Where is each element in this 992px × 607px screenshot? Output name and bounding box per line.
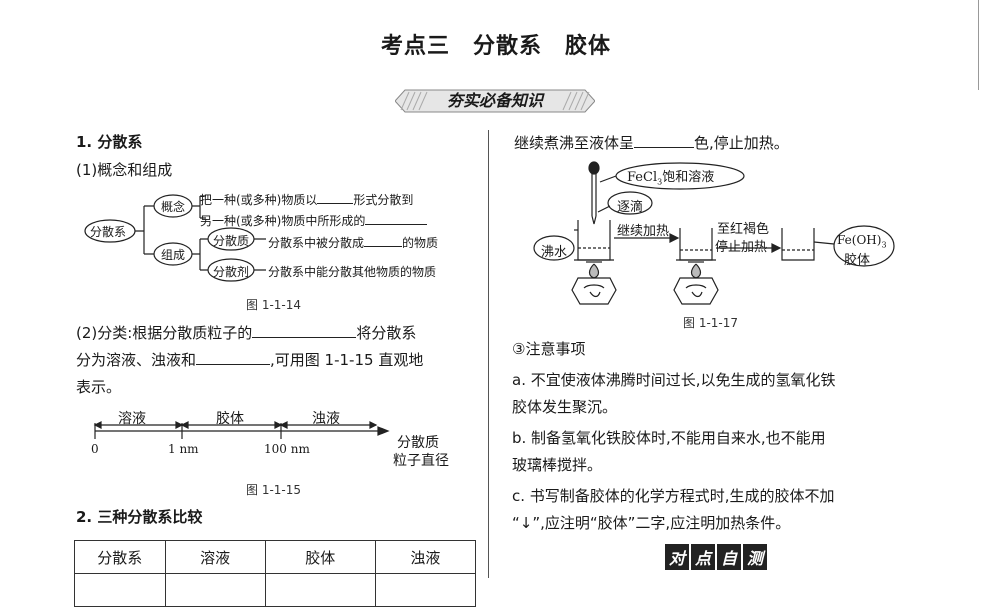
table-header-cell: 浊液 xyxy=(374,540,477,574)
callout-product xyxy=(833,225,895,267)
page-title: 考点三 分散系 胶体 xyxy=(380,33,611,59)
dispersant-desc: 分散系中能分散其他物质的物质 xyxy=(268,265,437,279)
table-header-cell: 胶体 xyxy=(264,540,376,574)
product-colloid-label: 胶体 xyxy=(844,253,871,268)
figure-caption-1-1-17: 图 1-1-17 xyxy=(683,316,739,330)
figure-caption-1-1-14: 图 1-1-14 xyxy=(246,298,302,312)
classification-line3: 表示。 xyxy=(76,378,122,396)
self-test-banner: 对点自测 xyxy=(664,544,768,570)
to-red-brown-label: 至红褐色 xyxy=(717,222,770,237)
concept-text-line2: 另一种(或多种)物质中所形成的 xyxy=(200,210,428,229)
note-a-line1: a. 不宜使液体沸腾时间过长,以免生成的氢氧化铁 xyxy=(512,371,836,389)
callout-dropwise xyxy=(607,191,653,215)
right-intro-line: 继续煮沸至液体呈色,停止加热。 xyxy=(514,134,789,152)
note-b-line1: b. 制备氢氧化铁胶体时,不能用自来水,也不能用 xyxy=(512,429,826,447)
note-a-line2: 胶体发生聚沉。 xyxy=(512,398,618,416)
column-divider xyxy=(488,130,489,578)
section-2-heading: 2. 三种分散系比较 xyxy=(76,508,203,526)
concept-diagram xyxy=(84,194,266,282)
node-concept-label: 概念 xyxy=(161,200,186,214)
concept-text-line1: 把一种(或多种)物质以形式分散到 xyxy=(200,189,413,208)
table-header-cell: 溶液 xyxy=(164,540,266,574)
axis-label-particle-diameter: 粒子直径 xyxy=(393,453,449,469)
banner-text: 夯实必备知识 xyxy=(446,91,543,110)
node-root-label: 分散系 xyxy=(90,225,127,239)
boiling-water-label: 沸水 xyxy=(541,245,568,260)
figure-caption-1-1-15: 图 1-1-15 xyxy=(246,483,302,497)
section-banner xyxy=(395,89,595,113)
note-b-line2: 玻璃棒搅拌。 xyxy=(512,456,603,474)
self-test-char: 对 xyxy=(665,544,690,570)
product-formula-label: Fe(OH)3 xyxy=(837,233,887,250)
subsection-concept-heading: (1)概念和组成 xyxy=(76,161,173,179)
axis-tick-0: 0 xyxy=(91,442,99,456)
self-test-char: 点 xyxy=(691,544,716,570)
node-dispersant-label: 分散剂 xyxy=(213,265,250,279)
self-test-char: 测 xyxy=(743,544,768,570)
fecl3-label: FeCl3饱和溶液 xyxy=(627,170,715,187)
classification-line2: 分为溶液、浊液和,可用图 1-1-15 直观地 xyxy=(76,351,424,369)
axis-label-dispersoid: 分散质 xyxy=(397,435,439,451)
classification-line1: (2)分类:根据分散质粒子的将分散系 xyxy=(76,324,417,342)
stop-heat-label: 停止加热 xyxy=(715,240,768,255)
apparatus-diagram xyxy=(533,161,895,305)
node-composition-label: 组成 xyxy=(161,248,186,262)
axis-tick-100nm: 100 nm xyxy=(264,442,310,456)
section-1-heading: 1. 分散系 xyxy=(76,133,143,151)
table-header-row: 分散系 溶液 胶体 浊液 xyxy=(74,540,477,574)
dropwise-label: 逐滴 xyxy=(617,200,644,215)
self-test-char: 自 xyxy=(717,544,742,570)
note-c-line1: c. 书写制备胶体的化学方程式时,生成的胶体不加 xyxy=(512,487,835,505)
callout-boiling-water xyxy=(533,235,575,261)
table-header-cell: 分散系 xyxy=(74,540,166,574)
note-c-line2: “↓”,应注明“胶体”二字,应注明加热条件。 xyxy=(512,514,791,532)
axis-label-colloid: 胶体 xyxy=(216,411,244,427)
axis-tick-1nm: 1 nm xyxy=(168,442,199,456)
notes-heading: ③注意事项 xyxy=(512,340,586,358)
axis-label-solution: 溶液 xyxy=(118,411,146,427)
node-dispersoid-label: 分散质 xyxy=(213,234,250,248)
table-row xyxy=(74,573,477,607)
comparison-table: 分散系 溶液 胶体 浊液 xyxy=(74,540,477,607)
particle-size-axis xyxy=(93,421,390,439)
dispersoid-desc: 分散系中被分散成的物质 xyxy=(268,232,438,251)
continue-heat-label: 继续加热 xyxy=(617,224,670,239)
axis-label-suspension: 浊液 xyxy=(312,411,340,427)
right-edge-line xyxy=(978,0,979,90)
